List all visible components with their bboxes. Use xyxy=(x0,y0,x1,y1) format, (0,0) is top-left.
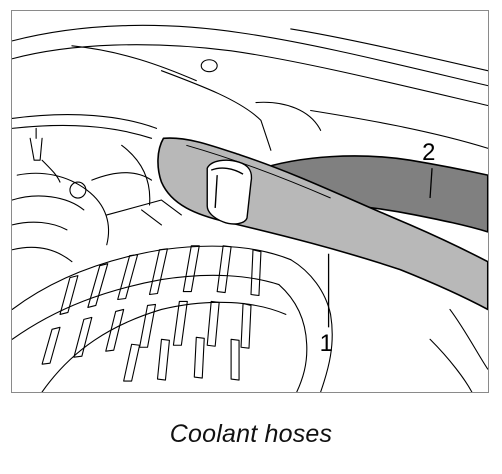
coolant-hoses-illustration: 2 1 xyxy=(12,24,488,392)
hose-clip-icon xyxy=(206,159,253,225)
leader-lines xyxy=(327,168,433,328)
callout-1: 1 xyxy=(320,330,333,357)
figure-caption: Coolant hoses xyxy=(169,420,333,448)
diagram-frame: 2 1 xyxy=(11,10,489,393)
vehicle-body-lines xyxy=(12,24,488,392)
callout-2: 2 xyxy=(422,139,435,166)
hose-1-highlight xyxy=(186,144,331,199)
engine-bay-details xyxy=(12,127,182,263)
lower-vent-panel xyxy=(12,245,333,392)
